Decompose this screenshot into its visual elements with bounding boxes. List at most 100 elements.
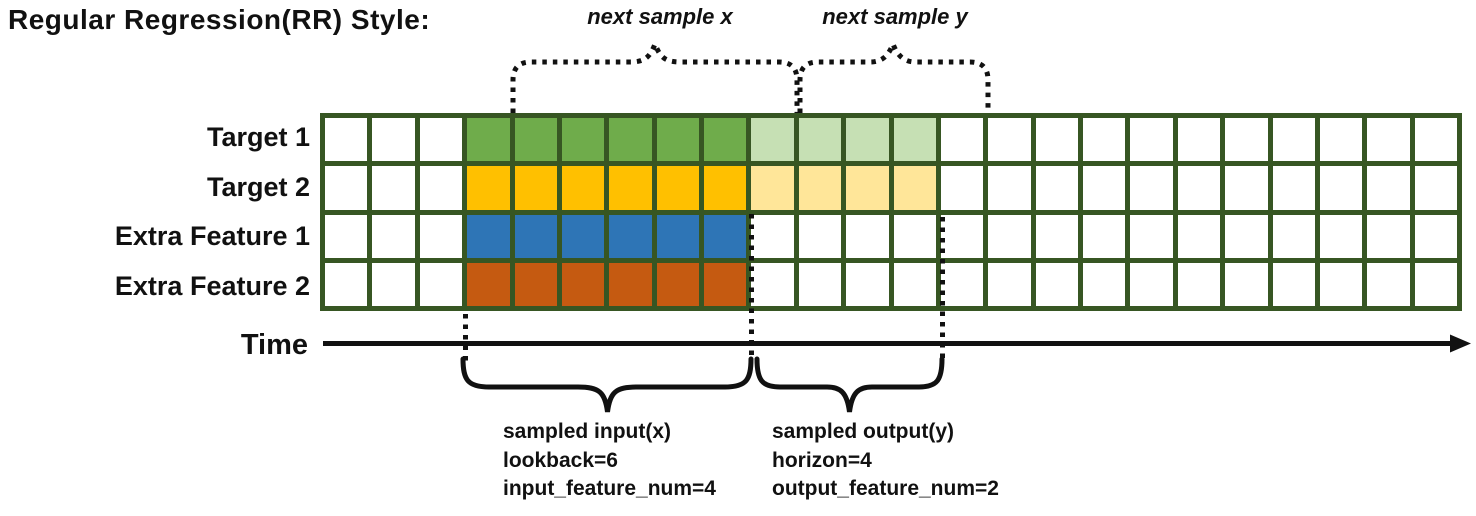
- grid-cell: [798, 166, 842, 210]
- grid-cell: [514, 118, 557, 162]
- grid-cell: [988, 262, 1031, 306]
- grid-cell: [467, 214, 510, 258]
- grid-cell: [1225, 118, 1268, 162]
- grid-cell: [1367, 262, 1410, 306]
- grid-cell: [940, 166, 984, 210]
- grid-cell: [1319, 166, 1363, 210]
- grid-cell: [751, 214, 794, 258]
- grid-cell: [372, 214, 415, 258]
- grid-cell: [704, 118, 747, 162]
- grid-cell: [1414, 166, 1457, 210]
- grid-cell: [893, 262, 936, 306]
- grid-cell: [988, 166, 1031, 210]
- grid-cell: [656, 118, 699, 162]
- grid-cell: [1367, 118, 1410, 162]
- grid-cell: [1130, 166, 1173, 210]
- grid-cell: [940, 214, 984, 258]
- grid-cell: [893, 166, 936, 210]
- grid-cell: [1414, 262, 1457, 306]
- grid-cell: [798, 118, 842, 162]
- grid-cell: [372, 166, 415, 210]
- grid-cell: [1272, 118, 1315, 162]
- sampled-output-brace: [754, 356, 945, 413]
- grid-cell: [656, 214, 699, 258]
- sampled-output-title: sampled output(y): [772, 420, 954, 443]
- grid-cell: [1130, 118, 1173, 162]
- grid-cell: [1083, 118, 1126, 162]
- grid-cell: [798, 214, 842, 258]
- grid-cell: [751, 166, 794, 210]
- grid-cell: [1367, 214, 1410, 258]
- grid-cell: [1225, 214, 1268, 258]
- grid-cell: [940, 118, 984, 162]
- grid-cell: [1225, 166, 1268, 210]
- grid-cell: [940, 262, 984, 306]
- sampled-output-note: sampled output(y) horizon=4 output_featu…: [772, 418, 999, 504]
- grid-cell: [1035, 214, 1078, 258]
- time-axis-label: Time: [240, 329, 308, 361]
- grid-cell: [656, 262, 699, 306]
- grid-cell: [704, 262, 747, 306]
- grid-cell: [1367, 166, 1410, 210]
- grid-cell: [419, 118, 463, 162]
- grid-cell: [514, 166, 557, 210]
- grid-cell: [419, 166, 463, 210]
- grid-cell: [1272, 214, 1315, 258]
- output-feature-num-value: output_feature_num=2: [772, 477, 999, 500]
- sampled-input-title: sampled input(x): [503, 420, 672, 443]
- grid-cell: [893, 118, 936, 162]
- grid-cell: [1035, 262, 1078, 306]
- grid-cell: [467, 118, 510, 162]
- grid-cell: [325, 262, 368, 306]
- grid-cell: [988, 118, 1031, 162]
- grid-cell: [1130, 214, 1173, 258]
- grid-cell: [751, 118, 794, 162]
- grid-cell: [988, 214, 1031, 258]
- grid-cell: [846, 262, 889, 306]
- grid-cell: [419, 262, 463, 306]
- grid-cell: [1319, 262, 1363, 306]
- row-label: Extra Feature 1: [114, 221, 310, 252]
- next-sample-y-brace: [797, 37, 991, 113]
- grid-cell: [467, 262, 510, 306]
- grid-cell: [609, 214, 652, 258]
- grid-cell: [609, 166, 652, 210]
- sampled-input-note: sampled input(x) lookback=6 input_featur…: [503, 418, 716, 504]
- grid-cell: [1177, 118, 1221, 162]
- grid-cell: [798, 262, 842, 306]
- grid-cell: [561, 118, 605, 162]
- diagram-title: Regular Regression(RR) Style:: [8, 4, 431, 35]
- grid-cell: [561, 214, 605, 258]
- grid: [320, 113, 1462, 311]
- grid-cell: [1083, 262, 1126, 306]
- next-sample-x-brace: [510, 37, 800, 113]
- grid-cell: [893, 214, 936, 258]
- grid-cell: [1272, 262, 1315, 306]
- next-sample-y-label: next sample y: [822, 4, 968, 29]
- grid-cell: [561, 166, 605, 210]
- grid-cell: [561, 262, 605, 306]
- grid-cell: [1035, 166, 1078, 210]
- grid-cell: [467, 166, 510, 210]
- grid-cell: [609, 262, 652, 306]
- grid-cell: [1035, 118, 1078, 162]
- grid-cell: [1177, 262, 1221, 306]
- lookback-value: lookback=6: [503, 448, 618, 472]
- grid-cell: [514, 262, 557, 306]
- grid-cell: [514, 214, 557, 258]
- grid-cell: [372, 118, 415, 162]
- grid-cell: [751, 262, 794, 306]
- row-label: Extra Feature 2: [114, 270, 310, 301]
- grid-cell: [1225, 262, 1268, 306]
- grid-cell: [609, 118, 652, 162]
- grid-cell: [325, 118, 368, 162]
- horizon-value: horizon=4: [772, 448, 872, 472]
- grid-cell: [1177, 214, 1221, 258]
- grid-cell: [1319, 214, 1363, 258]
- grid-cell: [1083, 166, 1126, 210]
- grid-cell: [372, 262, 415, 306]
- grid-cell: [704, 214, 747, 258]
- grid-cell: [1083, 214, 1126, 258]
